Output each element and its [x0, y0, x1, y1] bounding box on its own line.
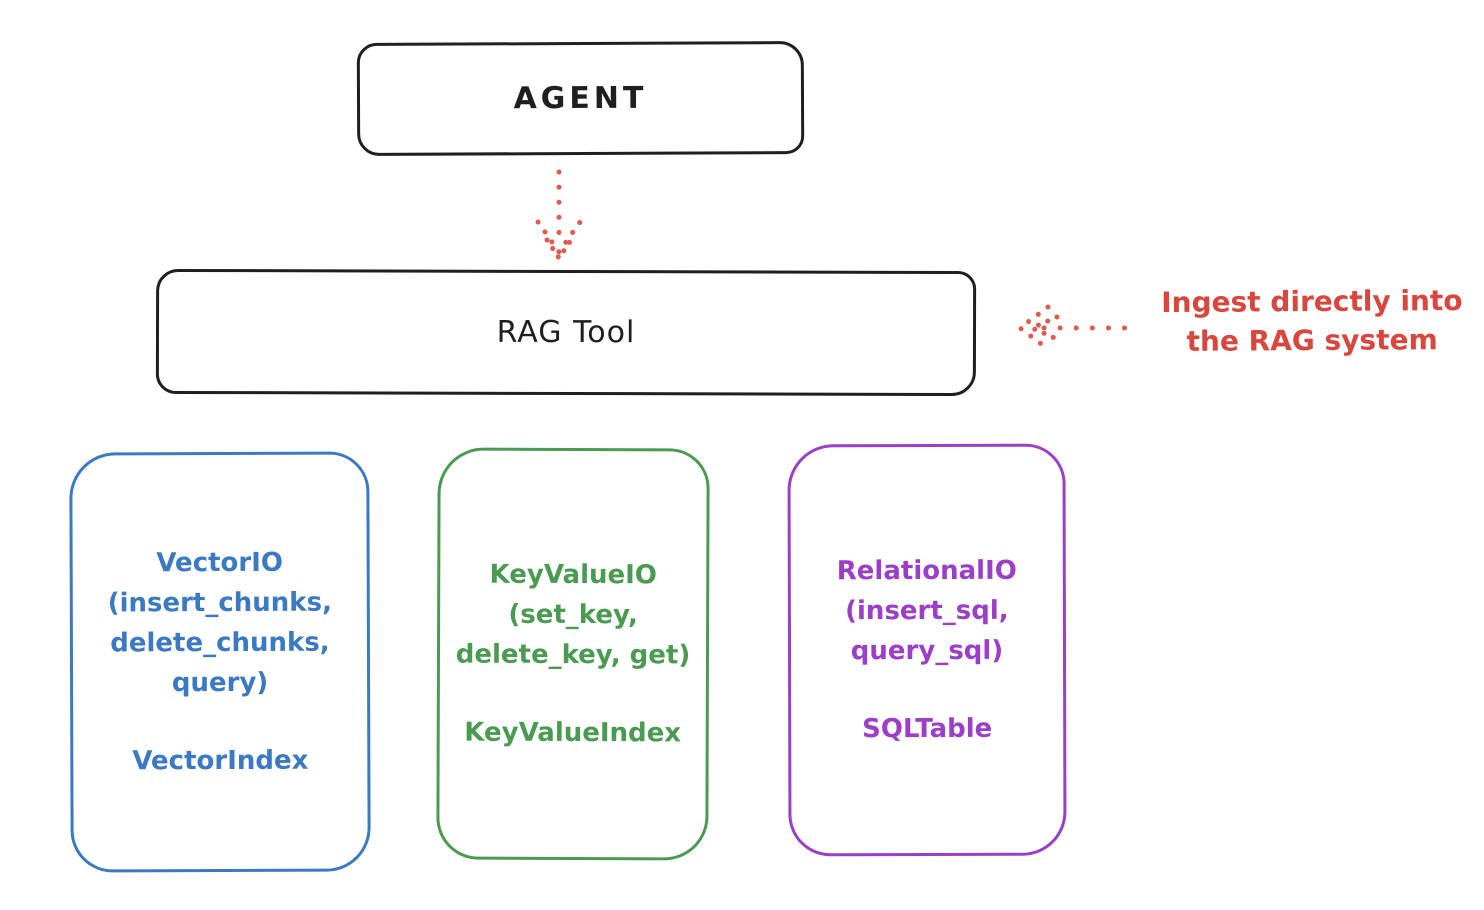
rag-tool-label: RAG Tool — [496, 314, 636, 351]
sql-table-label: SQLTable — [862, 713, 993, 745]
vector-io-title: VectorIO (insert_chunks, delete_chunks, … — [107, 547, 332, 699]
ingest-annotation-line2: the RAG system — [1186, 323, 1438, 358]
keyvalue-io-title: KeyValueIO (set_key, delete_key, get) — [455, 559, 691, 671]
rag-tool-box: RAG Tool — [155, 268, 977, 397]
agent-box: AGENT — [356, 41, 805, 156]
keyvalue-io-box: KeyValueIO (set_key, delete_key, get) Ke… — [436, 447, 710, 861]
relational-io-box: RelationalIO (insert_sql, query_sql) SQL… — [787, 443, 1067, 857]
vector-index-label: VectorIndex — [132, 745, 309, 777]
agent-label: AGENT — [513, 80, 648, 117]
vector-io-box: VectorIO (insert_chunks, delete_chunks, … — [69, 451, 371, 873]
ingest-annotation-line1: Ingest directly into — [1161, 283, 1463, 320]
relational-io-title: RelationalIO (insert_sql, query_sql) — [836, 555, 1017, 667]
ingest-annotation: Ingest directly into the RAG system — [1140, 281, 1484, 361]
keyvalue-index-label: KeyValueIndex — [464, 717, 682, 749]
